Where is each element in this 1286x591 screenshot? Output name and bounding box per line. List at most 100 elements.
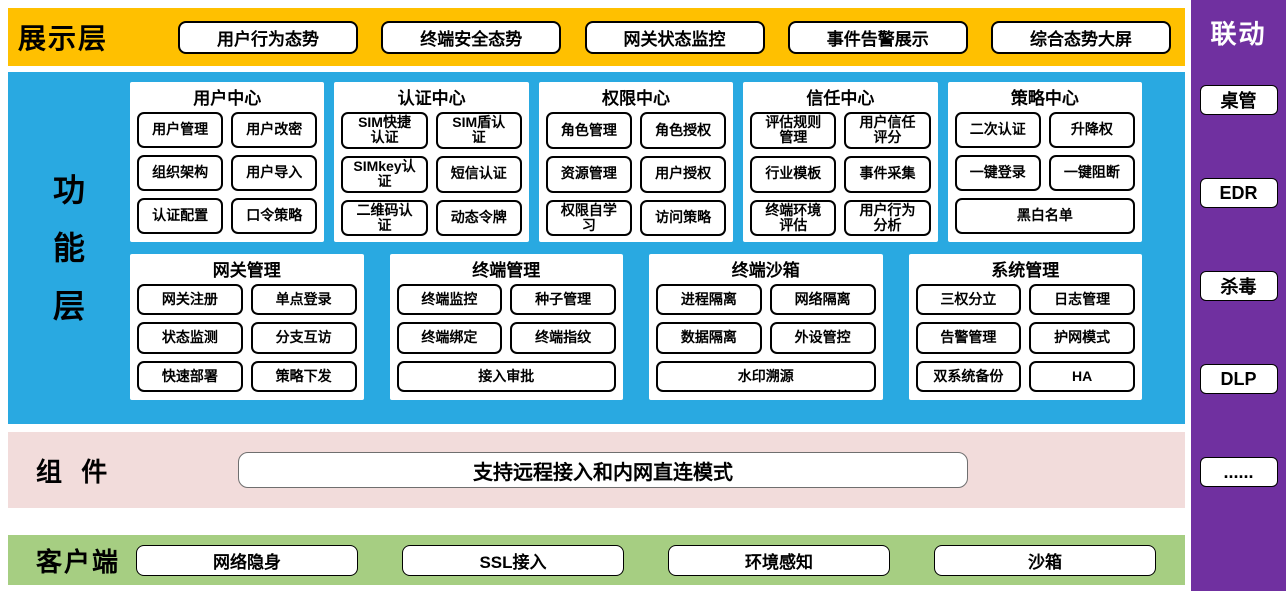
function-item: 单点登录 xyxy=(250,284,357,316)
function-item: 角色授权 xyxy=(640,112,727,149)
function-item: 种子管理 xyxy=(510,284,616,316)
function-layer-char: 层 xyxy=(52,288,85,324)
component-label: 组 件 xyxy=(36,456,114,487)
display-item: 用户行为态势 xyxy=(178,20,358,54)
function-group-title: 信任中心 xyxy=(806,89,875,108)
function-item: 二维码认 证 xyxy=(341,199,428,237)
function-layer-char: 能 xyxy=(52,230,85,266)
function-group-title: 用户中心 xyxy=(193,89,262,108)
client-label: 客户端 xyxy=(36,546,121,577)
function-item: 用户信任 评分 xyxy=(844,112,931,149)
function-group-row-1: 用户中心用户管理用户改密组织架构用户导入认证配置口令策略 认证中心 SIM快捷 认证… xyxy=(130,82,1143,242)
function-group: 策略中心二次认证升降权一键登录一键阻断黑白名单 xyxy=(947,82,1143,242)
function-layer-band: 功能层 用户中心用户管理用户改密组织架构用户导入认证配置口令策略 认证中心 SIM快… xyxy=(8,72,1185,424)
display-layer-label: 展示层 xyxy=(18,23,109,54)
function-item: 护网模式 xyxy=(1029,322,1135,354)
function-item: 一键登录 xyxy=(954,155,1041,191)
function-item: HA xyxy=(1029,360,1135,392)
function-item: 用户管理 xyxy=(137,112,224,148)
function-group-items: 进程隔离网络隔离数据隔离外设管控水印溯源 xyxy=(656,284,876,392)
function-item: 终端环境 评估 xyxy=(750,199,837,237)
function-item: SIM盾认 证 xyxy=(435,112,522,149)
component-band: 组 件 支持远程接入和内网直连模式 xyxy=(8,432,1185,508)
function-group: 用户中心用户管理用户改密组织架构用户导入认证配置口令策略 xyxy=(130,82,325,242)
function-item: 短信认证 xyxy=(435,155,522,193)
function-item: 三权分立 xyxy=(915,284,1022,316)
function-item: 进程隔离 xyxy=(656,284,762,316)
diagram-main-area: 展示层 用户行为态势终端安全态势网关状态监控事件告警展示综合态势大屏 功能层 用… xyxy=(8,8,1185,585)
display-item: 综合态势大屏 xyxy=(991,20,1171,54)
display-item: 网关状态监控 xyxy=(584,20,765,54)
function-group-items: 评估规则 管理用户信任 评分行业模板事件采集终端环境 评估用户行为 分析 xyxy=(750,112,931,237)
function-item: 告警管理 xyxy=(915,322,1022,354)
function-group-title: 终端沙箱 xyxy=(731,261,800,280)
function-item: 黑白名单 xyxy=(954,198,1136,234)
function-item: 数据隔离 xyxy=(656,322,762,354)
component-mode-box: 支持远程接入和内网直连模式 xyxy=(238,452,968,488)
function-group-title: 网关管理 xyxy=(212,261,281,280)
function-layer-content: 用户中心用户管理用户改密组织架构用户导入认证配置口令策略 认证中心 SIM快捷 认证… xyxy=(130,72,1185,424)
function-item: 评估规则 管理 xyxy=(750,112,837,149)
function-item: 快速部署 xyxy=(137,360,243,392)
function-group: 终端管理终端监控种子管理终端绑定终端指纹接入审批 xyxy=(389,254,623,400)
function-group-title: 策略中心 xyxy=(1010,89,1079,108)
function-layer-char: 功 xyxy=(52,172,85,208)
function-group: 权限中心角色管理角色授权资源管理用户授权权限自学 习访问策略 xyxy=(538,82,734,242)
function-group-items: 终端监控种子管理终端绑定终端指纹接入审批 xyxy=(396,284,616,392)
function-item: 二次认证 xyxy=(954,112,1041,148)
display-layer-items: 用户行为态势终端安全态势网关状态监控事件告警展示综合态势大屏 xyxy=(178,20,1171,54)
function-item: 资源管理 xyxy=(545,155,633,193)
function-layer-label: 功能层 xyxy=(8,72,130,424)
function-item: 升降权 xyxy=(1048,112,1136,148)
function-item: 网关注册 xyxy=(137,284,243,316)
function-item: 用户行为 分析 xyxy=(844,199,931,237)
function-group-items: 用户管理用户改密组织架构用户导入认证配置口令策略 xyxy=(137,112,318,234)
function-group-row-2: 网关管理网关注册单点登录状态监测分支互访快速部署策略下发终端管理终端监控种子管理… xyxy=(130,254,1142,400)
linkage-item: 杀毒 xyxy=(1199,271,1278,301)
function-item: 事件采集 xyxy=(844,155,931,193)
function-group: 网关管理网关注册单点登录状态监测分支互访快速部署策略下发 xyxy=(130,254,364,400)
display-item: 事件告警展示 xyxy=(787,20,968,54)
function-item: 外设管控 xyxy=(769,322,876,354)
function-item: 水印溯源 xyxy=(656,360,876,392)
client-item: 沙箱 xyxy=(934,544,1156,576)
client-item: 网络隐身 xyxy=(136,544,358,576)
function-item: SIM快捷 认证 xyxy=(341,112,428,149)
function-item: 网络隔离 xyxy=(769,284,876,316)
client-item: 环境感知 xyxy=(668,544,890,576)
function-item: 一键阻断 xyxy=(1048,155,1136,191)
display-layer-band: 展示层 用户行为态势终端安全态势网关状态监控事件告警展示综合态势大屏 xyxy=(8,8,1185,66)
function-item: 终端指纹 xyxy=(510,322,616,354)
function-group-title: 系统管理 xyxy=(991,261,1060,280)
linkage-item: DLP xyxy=(1199,364,1278,394)
function-item: 用户改密 xyxy=(231,112,318,148)
function-item: 终端绑定 xyxy=(396,322,503,354)
function-item: 终端监控 xyxy=(396,284,503,316)
function-item: 分支互访 xyxy=(250,322,357,354)
linkage-label: 联动 xyxy=(1210,19,1267,49)
function-group-items: 角色管理角色授权资源管理用户授权权限自学 习访问策略 xyxy=(545,112,727,237)
function-group-title: 认证中心 xyxy=(397,89,466,108)
linkage-item: EDR xyxy=(1199,178,1278,208)
function-item: 用户授权 xyxy=(640,155,727,193)
function-group-title: 终端管理 xyxy=(472,261,541,280)
function-item: 行业模板 xyxy=(750,155,837,193)
function-item: 组织架构 xyxy=(137,155,224,191)
linkage-item: ...... xyxy=(1199,457,1278,487)
function-item: 认证配置 xyxy=(137,198,224,234)
function-item: 角色管理 xyxy=(545,112,633,149)
function-item: 用户导入 xyxy=(231,155,318,191)
function-group: 终端沙箱进程隔离网络隔离数据隔离外设管控水印溯源 xyxy=(649,254,883,400)
function-item: 口令策略 xyxy=(231,198,318,234)
function-item: 接入审批 xyxy=(396,360,616,392)
function-item: 策略下发 xyxy=(250,360,357,392)
function-item: 日志管理 xyxy=(1029,284,1135,316)
function-item: 动态令牌 xyxy=(435,199,522,237)
